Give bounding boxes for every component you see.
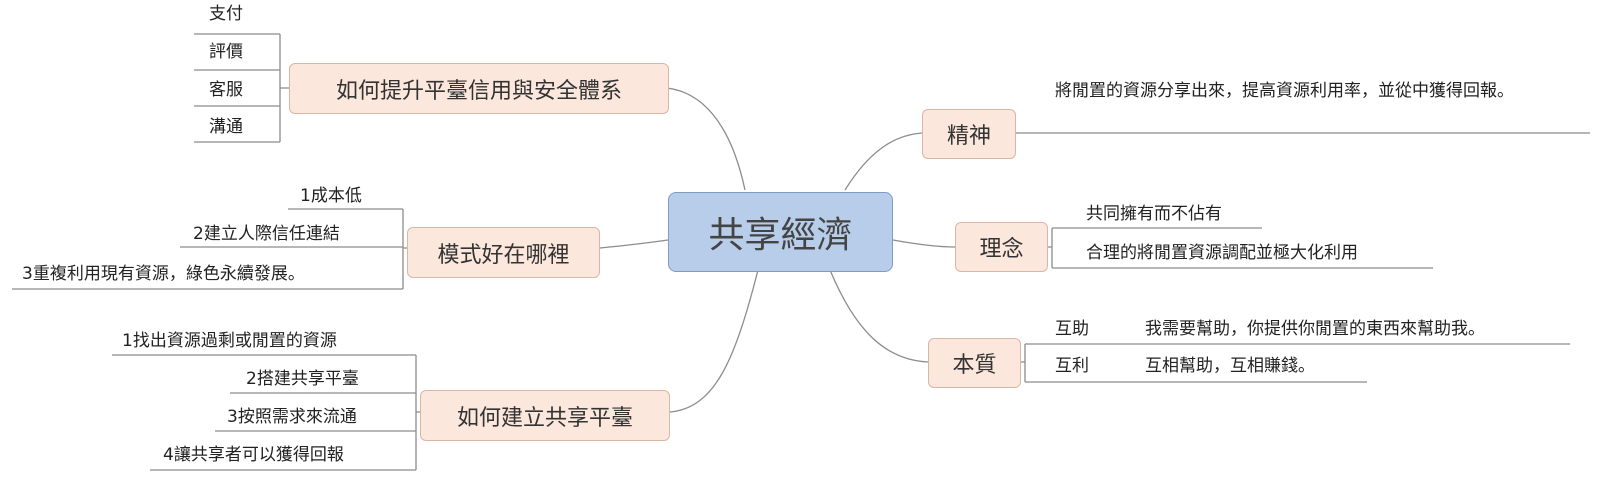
leaf-customer-service: 客服 (209, 80, 243, 100)
bracket-branch1 (279, 34, 290, 142)
leaf-circulate: 3按照需求來流通 (227, 407, 357, 427)
leaf-reuse: 3重複利用現有資源，綠色永續發展。 (22, 264, 305, 284)
leaf-allocate-maximize: 合理的將閒置資源調配並極大化利用 (1086, 243, 1358, 263)
central-topic[interactable]: 共享經濟 (668, 192, 893, 272)
link-center-branch1 (666, 87, 746, 191)
bracket-branch3 (415, 355, 420, 470)
link-center-branch2 (599, 239, 669, 249)
leaf-mutual-benefit-label: 互利 (1055, 356, 1089, 376)
topic-concept[interactable]: 理念 (955, 222, 1048, 272)
leaf-mutual-help-text: 我需要幫助，你提供你閒置的東西來幫助我。 (1145, 319, 1485, 339)
leaf-reward: 4讓共享者可以獲得回報 (163, 445, 344, 465)
topic-model-advantages[interactable]: 模式好在哪裡 (407, 227, 600, 278)
bracket-essence (1021, 344, 1026, 382)
link-center-branch3 (669, 269, 759, 413)
topic-build-platform[interactable]: 如何建立共享平臺 (420, 390, 670, 441)
leaf-mutual-benefit-text: 互相幫助，互相賺錢。 (1145, 356, 1315, 376)
leaf-low-cost: 1成本低 (300, 186, 362, 206)
leaf-payment: 支付 (209, 4, 243, 24)
link-center-essence (829, 269, 929, 363)
link-center-concept (892, 239, 956, 248)
leaf-build-platform: 2搭建共享平臺 (246, 369, 359, 389)
leaf-mutual-help-label: 互助 (1055, 319, 1089, 339)
leaf-spirit-text: 將閒置的資源分享出來，提高資源利用率，並從中獲得回報。 (1055, 81, 1514, 101)
leaf-review: 評價 (209, 42, 243, 62)
topic-spirit[interactable]: 精神 (922, 109, 1016, 159)
link-center-spirit (844, 132, 923, 191)
bracket-branch2 (402, 209, 407, 289)
leaf-communication: 溝通 (209, 117, 243, 137)
bracket-concept (1048, 228, 1053, 268)
leaf-find-resources: 1找出資源過剩或閒置的資源 (122, 331, 337, 351)
leaf-share-not-own: 共同擁有而不佔有 (1086, 204, 1222, 224)
leaf-trust: 2建立人際信任連結 (193, 224, 340, 244)
topic-essence[interactable]: 本質 (928, 338, 1021, 388)
topic-platform-credit-security[interactable]: 如何提升平臺信用與安全體系 (289, 63, 669, 114)
